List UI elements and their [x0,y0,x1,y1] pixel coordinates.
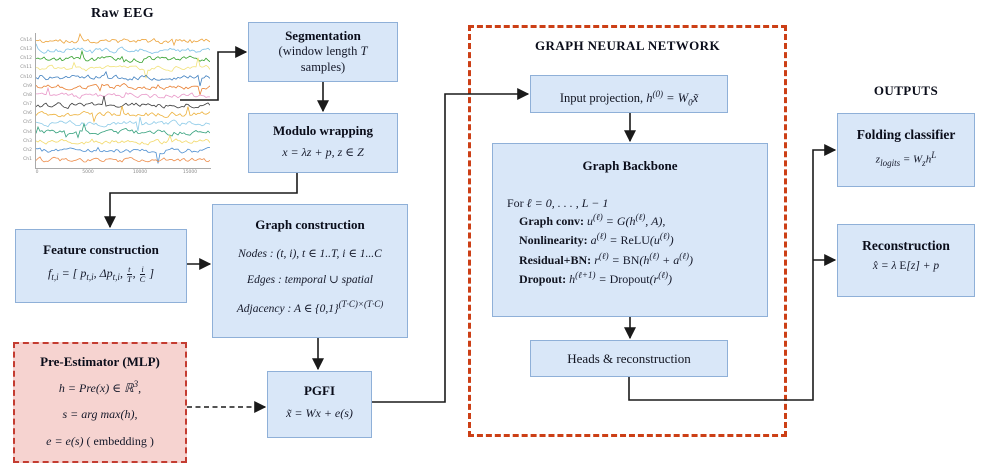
graph-backbone-title: Graph Backbone [582,158,678,173]
eeg-traces [36,33,210,164]
pre-estimator-line-1: h = Pre(x) ∈ ℝ3, [58,379,142,395]
eeg-channel-label: Ch3 [23,138,32,144]
graph-backbone-row-residual: Residual+BN: r(ℓ) = BN(h(ℓ) + a(ℓ)) [519,250,693,267]
modulo-title: Modulo wrapping [272,123,374,138]
segmentation-box: Segmentation (window length T samples) [248,22,398,82]
graph-backbone-row-dropout: Dropout: h(ℓ+1) = Dropout(r(ℓ)) [519,270,672,287]
eeg-trace-ch7 [36,95,210,109]
eeg-trace-ch3 [36,134,210,146]
segmentation-subtitle: (window length T samples) [278,44,368,74]
modulo-formula: x = λz + p, z ∈ Z [282,145,364,159]
pre-estimator-line-2: s = arg max(h), [62,407,138,422]
eeg-trace-ch14 [36,33,210,47]
pre-estimator-box: Pre-Estimator (MLP) h = Pre(x) ∈ ℝ3, s =… [13,342,187,463]
eeg-trace-ch6 [36,105,210,124]
eeg-trace-ch5 [36,116,210,131]
eeg-trace-ch1 [36,156,210,163]
arrow-eeg-to-segmentation [180,46,248,101]
eeg-plot-axes [35,33,211,169]
folding-classifier-box: Folding classifier zlogits = WzhL [837,113,975,187]
eeg-trace-ch10 [36,70,210,87]
eeg-trace-ch12 [36,49,210,64]
reconstruction-formula: x̂ = λ E[z] + p [872,260,940,272]
eeg-x-tick: 5000 [82,170,94,175]
heads-reconstruction-label: Heads & reconstruction [567,351,691,366]
eeg-channel-label: Ch6 [23,111,32,117]
eeg-trace-ch2 [36,146,210,164]
eeg-trace-ch9 [36,83,210,97]
eeg-x-tick: 15000 [182,170,198,175]
heads-reconstruction-box: Heads & reconstruction [530,340,728,377]
graph-backbone-row-conv: Graph conv: u(ℓ) = G(h(ℓ), A), [519,212,666,228]
graph-construction-line-nodes: Nodes : (t, i), t ∈ 1..T, i ∈ 1...C [238,248,382,260]
input-projection-formula: h(0) = W0x̃ [646,89,699,108]
reconstruction-box: Reconstruction x̂ = λ E[z] + p [837,224,975,297]
input-projection-label: Input projection, [559,91,644,106]
gnn-region [468,25,787,437]
segmentation-title: Segmentation [285,28,361,43]
outputs-title: OUTPUTS [873,83,939,98]
feature-construction-box: Feature construction ft,i = [ pt,i, Δpt,… [15,229,187,303]
pgfi-formula: x̃ = Wx + e(s) [286,406,353,420]
graph-backbone-row-nonlinearity: Nonlinearity: a(ℓ) = ReLU(u(ℓ)) [519,231,674,248]
eeg-channel-label: Ch5 [23,120,32,126]
eeg-channel-label: Ch10 [20,74,32,80]
eeg-channel-label: Ch1 [23,156,32,162]
pgfi-box: PGFI x̃ = Wx + e(s) [267,371,372,438]
gnn-title: GRAPH NEURAL NETWORK [535,38,720,53]
graph-backbone-box: Graph Backbone For ℓ = 0, . . . , L − 1 … [492,143,768,317]
eeg-trace-ch13 [36,43,210,54]
eeg-channel-label: Ch9 [23,83,32,89]
eeg-x-tick: 10000 [132,170,148,175]
input-projection-box: Input projection, h(0) = W0x̃ [530,75,728,113]
folding-classifier-title: Folding classifier [856,127,956,142]
raw-eeg-title: Raw EEG [90,6,155,21]
eeg-channel-label: Ch11 [20,65,32,71]
reconstruction-title: Reconstruction [862,238,950,253]
eeg-channel-label: Ch4 [23,129,32,135]
arrow-modulo-to-feature [104,173,298,229]
modulo-wrapping-box: Modulo wrapping x = λz + p, z ∈ Z [248,113,398,173]
eeg-x-tick: 0 [35,170,39,175]
graph-construction-box: Graph construction Nodes : (t, i), t ∈ 1… [212,204,408,338]
eeg-channel-label: Ch12 [20,56,32,62]
graph-construction-line-adjacency: Adjacency : A ∈ {0,1}(T·C)×(T·C) [236,298,384,315]
graph-construction-line-edges: Edges : temporal ∪ spatial [247,274,373,287]
eeg-trace-ch4 [36,122,210,139]
eeg-channel-label: Ch8 [23,92,32,98]
feature-title: Feature construction [43,242,159,257]
eeg-channel-label: Ch7 [23,102,32,108]
pgfi-title: PGFI [303,383,336,398]
pre-estimator-title: Pre-Estimator (MLP) [40,354,160,369]
eeg-channel-label: Ch13 [20,47,32,53]
arrow-pgfi-to-input-projection [372,88,530,403]
eeg-trace-ch8 [36,86,210,99]
eeg-trace-ch11 [36,57,210,79]
eeg-channel-label: Ch2 [23,147,32,153]
folding-classifier-formula: zlogits = WzhL [875,150,937,168]
eeg-channel-label: Ch14 [20,38,32,43]
pre-estimator-line-3: e = e(s) ( embedding ) [46,433,154,448]
graph-backbone-loop: For ℓ = 0, . . . , L − 1 [507,196,609,210]
graph-construction-title: Graph construction [255,217,365,232]
arrow-heads-to-folding-classifier [628,144,837,401]
